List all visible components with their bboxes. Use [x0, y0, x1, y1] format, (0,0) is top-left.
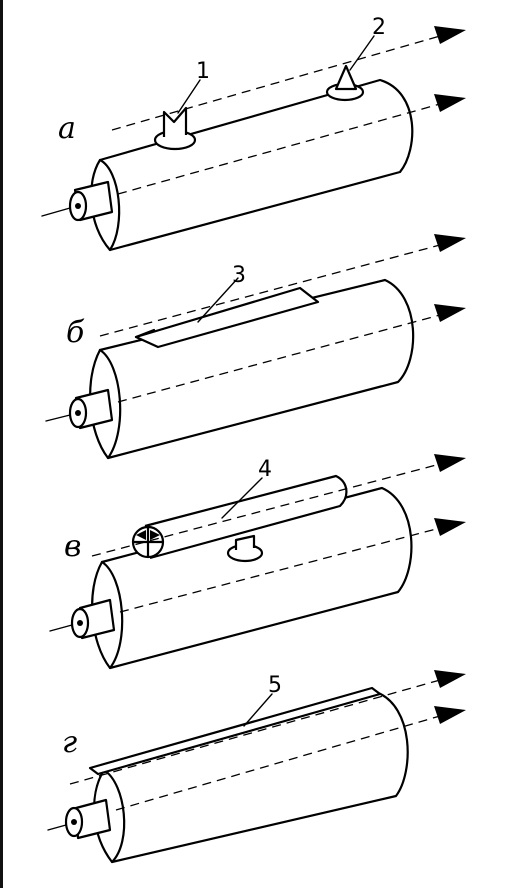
panel-g-upper-axis — [69, 679, 441, 785]
panel-g-blade — [88, 686, 382, 776]
panel-g-upper-arrowhead — [434, 670, 466, 688]
panel-b-lower-axis-tail — [45, 414, 71, 422]
panel-a-upper-axis — [111, 35, 441, 131]
panel-g-lower-axis-tail — [47, 824, 67, 831]
panel-b-lower-arrowhead — [434, 304, 466, 322]
panel-b: б 3 — [45, 234, 466, 460]
panel-b-lower-axis — [117, 314, 441, 403]
panel-g-lower-arrowhead — [434, 706, 466, 724]
panel-v-support-post — [234, 534, 256, 550]
panel-g-cylinder-end — [102, 768, 126, 864]
panel-v: в 4 — [49, 454, 466, 670]
panel-v-leader-4 — [221, 477, 263, 519]
panel-v-upper-arrowhead — [434, 454, 466, 472]
panel-b-upper-axis — [99, 244, 441, 337]
panel-b-upper-arrowhead — [434, 234, 466, 252]
panel-g-letter: г — [62, 725, 77, 760]
panel-a-callout-2: 2 — [372, 15, 386, 40]
panel-v-lower-axis-tail — [49, 624, 73, 632]
panel-a-shaft-center — [75, 203, 81, 209]
panel-b-cylinder-end — [98, 348, 122, 460]
panel-a-lower-arrowhead — [434, 94, 466, 112]
panel-b-shaft-center — [75, 410, 81, 416]
panel-v-rod — [144, 474, 348, 560]
panel-g-leader-5 — [243, 693, 273, 727]
panel-a-pin-1-fork — [162, 106, 188, 137]
panel-b-callout-3: 3 — [232, 263, 246, 288]
panel-v-lower-axis — [119, 527, 441, 613]
panel-a-leader-1 — [177, 79, 201, 114]
panel-g-lower-axis — [115, 715, 441, 811]
panel-a-pin-2-cone — [334, 64, 358, 91]
panel-a-letter: а — [58, 111, 76, 146]
panel-v-lower-arrowhead — [434, 518, 466, 536]
panel-b-letter: б — [66, 315, 85, 350]
panel-v-rod-cross-fill — [136, 530, 160, 540]
panel-a-cylinder — [90, 78, 414, 252]
panel-b-wedge-edge — [134, 328, 156, 339]
panel-b-wedge-bar — [134, 286, 320, 349]
panel-g-shaft-center — [71, 819, 77, 825]
panel-v-letter: в — [64, 529, 81, 564]
panel-v-callout-4: 4 — [258, 457, 272, 482]
panel-a-leader-2 — [349, 35, 375, 71]
panel-a-lower-axis-tail — [41, 207, 71, 217]
panel-a-callout-1: 1 — [196, 59, 210, 84]
panel-a-lower-axis — [117, 103, 441, 195]
panel-v-cylinder-end — [100, 560, 124, 670]
left-border-edge — [0, 0, 3, 888]
panel-b-leader-3 — [197, 277, 239, 323]
panel-a: а 1 2 — [41, 15, 466, 252]
panel-v-shaft-center — [77, 620, 83, 626]
panel-g-callout-5: 5 — [268, 673, 282, 698]
panel-g: г 5 — [47, 670, 466, 864]
panel-a-upper-arrowhead — [434, 26, 466, 44]
panel-b-cylinder — [89, 278, 415, 460]
panel-a-cylinder-end — [98, 158, 121, 252]
panel-g-cylinder — [93, 690, 409, 864]
